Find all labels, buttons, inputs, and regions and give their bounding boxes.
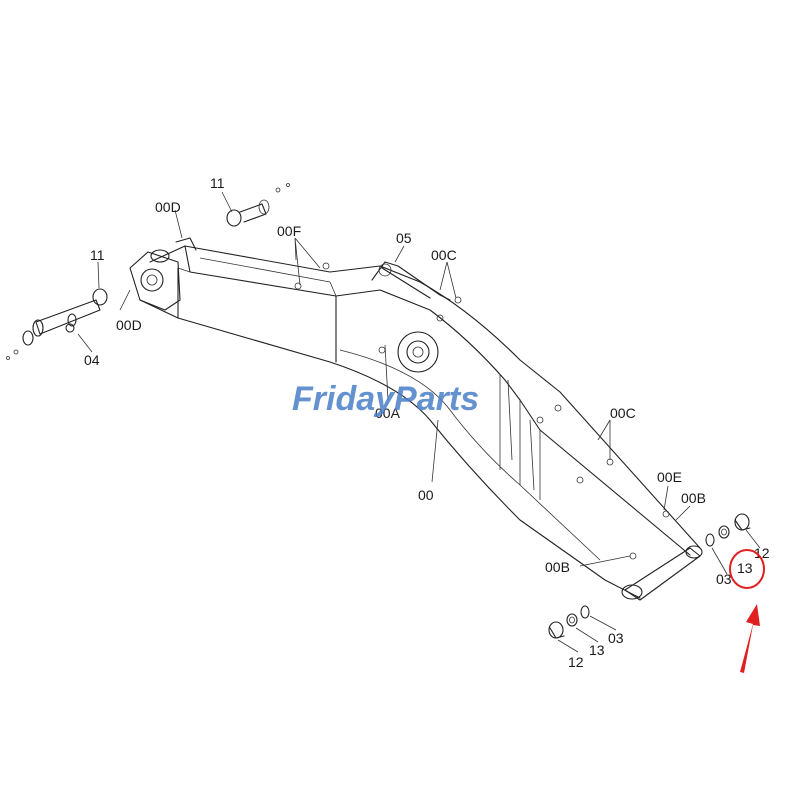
upper-pin-assembly [226, 183, 290, 227]
leader-lines [77, 191, 761, 653]
label-00E: 00E [657, 469, 682, 485]
label-05: 05 [396, 230, 412, 246]
label-00B-right: 00B [681, 490, 706, 506]
label-00C-lower: 00C [610, 405, 636, 421]
label-12-bottom: 12 [568, 654, 584, 670]
label-00D-lower: 00D [116, 317, 142, 333]
label-00C-upper: 00C [431, 247, 457, 263]
bushing-11-lower [92, 288, 108, 306]
label-11-upper: 11 [210, 175, 225, 191]
watermark-logo: FridayParts [292, 380, 479, 418]
label-03-right: 03 [716, 571, 732, 587]
left-pin-assembly [6, 288, 108, 360]
label-04: 04 [84, 352, 100, 368]
label-00D-upper: 00D [155, 199, 181, 215]
bolt-04 [65, 323, 75, 333]
label-00A: 00A [375, 405, 401, 421]
boom-body [129, 237, 703, 601]
highlight-marker [729, 549, 765, 673]
label-13-bottom: 13 [589, 642, 605, 658]
highlight-circle [729, 549, 765, 589]
label-03-bottom: 03 [608, 630, 624, 646]
part-labels: 11 00D 00F 11 00D 04 05 00C 00A 00 00C 0… [84, 175, 770, 670]
bottom-seal-assembly [548, 605, 590, 639]
watermark-text-left: Friday [292, 380, 396, 418]
label-00: 00 [418, 487, 434, 503]
watermark: FridayParts [292, 380, 479, 418]
label-11-lower: 11 [90, 247, 105, 263]
label-13-right: 13 [737, 560, 753, 576]
right-seal-assembly [705, 513, 751, 547]
watermark-text-right: Parts [394, 380, 479, 418]
highlight-arrow-icon [740, 604, 760, 673]
label-12-right: 12 [754, 545, 770, 561]
bushing-11-upper [226, 209, 242, 227]
label-00B-lower: 00B [545, 559, 570, 575]
label-00F: 00F [277, 223, 301, 239]
